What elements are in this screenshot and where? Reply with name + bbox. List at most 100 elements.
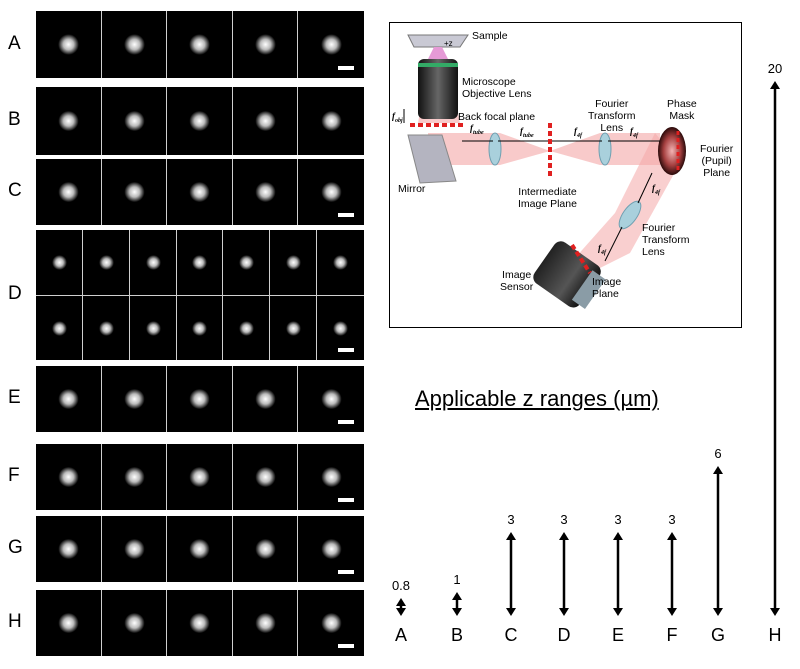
psf-spot bbox=[58, 181, 80, 203]
psf-spot bbox=[123, 538, 145, 560]
objective-lens bbox=[418, 59, 458, 119]
zrange-arrowhead-top bbox=[396, 598, 406, 606]
psf-tile bbox=[298, 366, 364, 432]
psf-tile bbox=[167, 159, 233, 225]
zrange-arrowhead-top bbox=[452, 592, 462, 600]
psf-spot bbox=[123, 388, 145, 410]
scale-bar bbox=[338, 570, 354, 574]
label-back-focal-plane: Back focal plane bbox=[458, 111, 536, 123]
psf-tile bbox=[298, 159, 364, 225]
zrange-value-f: 3 bbox=[668, 512, 676, 527]
zrange-arrowhead-top bbox=[713, 466, 723, 474]
mirror bbox=[407, 134, 457, 184]
psf-tile bbox=[36, 230, 83, 295]
zrange-label-a: A bbox=[394, 625, 407, 645]
psf-spot bbox=[192, 255, 208, 270]
psf-tile bbox=[232, 516, 299, 582]
psf-tile bbox=[167, 590, 233, 656]
label-f-obj: fobj bbox=[392, 111, 403, 124]
psf-tile bbox=[232, 366, 299, 432]
psf-spot bbox=[255, 110, 277, 132]
psf-tile bbox=[36, 295, 83, 360]
row-label-g: G bbox=[8, 537, 23, 558]
psf-tile bbox=[167, 444, 233, 510]
psf-tile bbox=[101, 590, 168, 656]
psf-spot bbox=[58, 34, 80, 55]
psf-spot bbox=[255, 388, 277, 410]
zrange-value-b: 1 bbox=[453, 572, 461, 587]
image-sensor-camera bbox=[533, 241, 606, 309]
psf-spot bbox=[123, 612, 145, 634]
psf-tile bbox=[82, 295, 130, 360]
psf-spot bbox=[189, 612, 211, 634]
psf-tile bbox=[129, 295, 177, 360]
zranges-title: Applicable z ranges (µm) bbox=[415, 386, 659, 411]
label-plus-z: +z bbox=[444, 39, 453, 48]
zrange-arrowhead-top bbox=[613, 532, 623, 540]
psf-tile bbox=[232, 87, 299, 155]
label-phase-mask: Phase Mask bbox=[667, 98, 697, 122]
psf-tile bbox=[82, 230, 130, 295]
psf-spot bbox=[255, 538, 277, 560]
psf-spot bbox=[51, 321, 67, 336]
sample-cone bbox=[428, 47, 448, 59]
psf-spot bbox=[58, 388, 80, 410]
psf-spot bbox=[189, 538, 211, 560]
label-intermediate: Intermediate Image Plane bbox=[518, 186, 577, 210]
psf-spot bbox=[320, 466, 342, 488]
psf-tile bbox=[167, 366, 233, 432]
beam-diagonal bbox=[575, 133, 680, 273]
psf-spot bbox=[123, 466, 145, 488]
zrange-value-e: 3 bbox=[614, 512, 622, 527]
psf-tile bbox=[36, 87, 102, 155]
optical-setup-svg bbox=[403, 34, 686, 309]
zrange-value-d: 3 bbox=[560, 512, 568, 527]
psf-tile bbox=[232, 590, 299, 656]
label-fourier-pupil: Fourier (Pupil) Plane bbox=[700, 143, 734, 179]
zrange-value-c: 3 bbox=[507, 512, 515, 527]
zrange-arrowhead-bottom bbox=[559, 608, 569, 616]
psf-tile bbox=[298, 444, 364, 510]
label-f-4f-c: f4f bbox=[652, 183, 660, 196]
psf-tile bbox=[167, 11, 233, 78]
psf-spot bbox=[320, 612, 342, 634]
psf-strip-f bbox=[36, 444, 364, 510]
label-f-4f-a: f4f bbox=[574, 126, 582, 139]
label-f-tube-2: ftube bbox=[520, 126, 534, 139]
row-label-c: C bbox=[8, 180, 22, 201]
psf-tile bbox=[101, 11, 168, 78]
psf-tile bbox=[223, 295, 271, 360]
label-objective: Microscope Objective Lens bbox=[462, 76, 532, 100]
zrange-value-h: 20 bbox=[767, 61, 783, 76]
zrange-arrowhead-bottom bbox=[452, 608, 462, 616]
psf-spot bbox=[286, 321, 302, 336]
psf-tile bbox=[36, 159, 102, 225]
psf-strip-h bbox=[36, 590, 364, 656]
optical-setup-diagram: Sample +z Microscope Objective Lens Back… bbox=[389, 22, 742, 328]
scale-bar bbox=[338, 213, 354, 217]
zrange-arrowhead-bottom bbox=[396, 608, 406, 616]
psf-tile bbox=[317, 230, 364, 295]
psf-tile bbox=[223, 230, 271, 295]
ft-lens-1 bbox=[598, 132, 612, 166]
label-f-tube-1: ftube bbox=[470, 123, 484, 136]
row-label-d: D bbox=[8, 283, 22, 304]
label-ft-lens-1: Fourier Transform Lens bbox=[588, 98, 636, 134]
psf-tile bbox=[298, 516, 364, 582]
label-ft-lens-2: Fourier Transform Lens bbox=[642, 222, 690, 258]
zrange-label-e: E bbox=[611, 625, 624, 645]
psf-spot bbox=[58, 538, 80, 560]
psf-tile bbox=[36, 366, 102, 432]
zrange-arrowhead-top bbox=[559, 532, 569, 540]
sample-slide bbox=[407, 34, 469, 48]
psf-spot bbox=[320, 388, 342, 410]
psf-tile bbox=[101, 516, 168, 582]
scale-bar bbox=[338, 348, 354, 352]
zrange-arrowhead-top bbox=[506, 532, 516, 540]
psf-spot bbox=[192, 321, 208, 336]
zrange-label-g: G bbox=[710, 625, 725, 645]
psf-tile bbox=[298, 87, 364, 155]
psf-tile bbox=[36, 444, 102, 510]
psf-spot bbox=[189, 388, 211, 410]
row-label-f: F bbox=[8, 465, 20, 486]
